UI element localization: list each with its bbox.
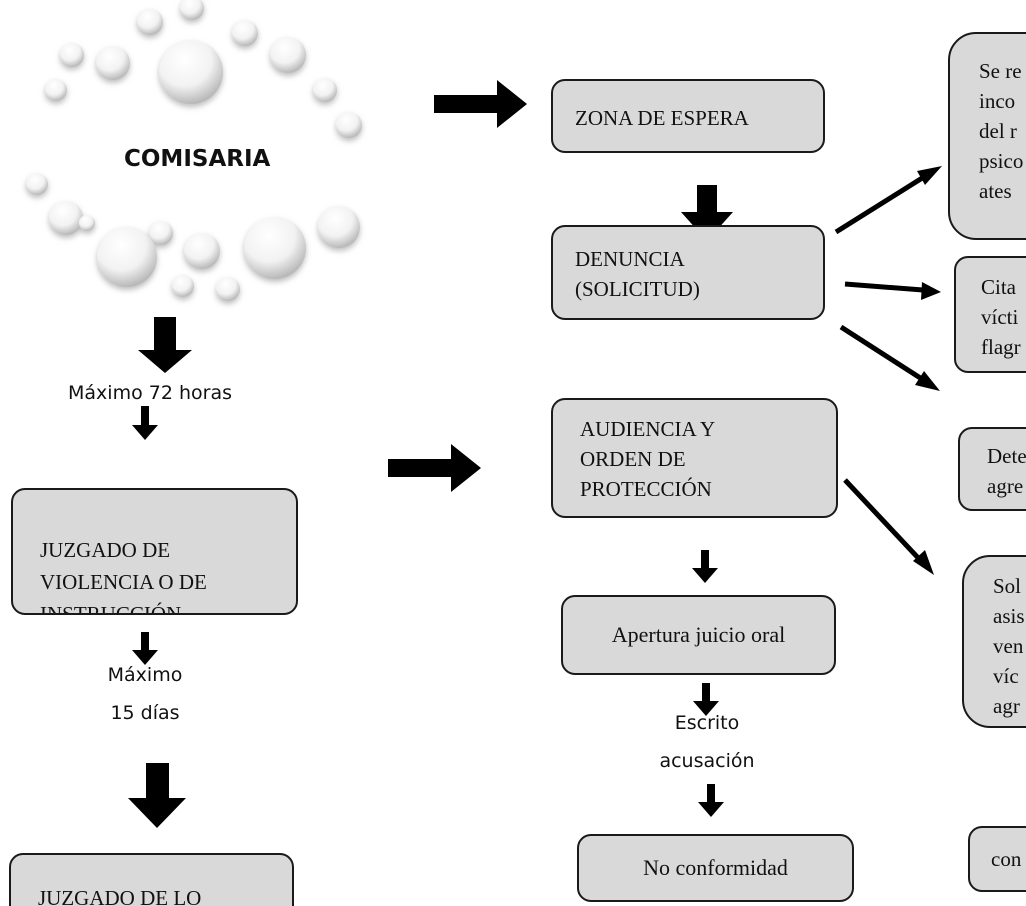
down-arrow-72h [132, 406, 158, 440]
bubble [79, 215, 95, 231]
max-15-days-label-line1: Máximo [107, 664, 183, 686]
arrowhead [921, 282, 941, 300]
down-arrow-apertura-escrito [693, 683, 719, 716]
juzgado-de-lo-box: JUZGADO DE LO [9, 853, 294, 906]
bubble [149, 221, 173, 245]
bubble [313, 78, 337, 102]
arrowhead [915, 371, 940, 391]
max-15-days-label-line2: 15 días [110, 702, 180, 724]
right-box-3: Dete agre [958, 427, 1026, 511]
bubble [180, 0, 204, 20]
right-arrow-to-audiencia [388, 444, 481, 492]
right-box-4: Sol asis ven víc agr [962, 555, 1026, 728]
zona-espera-box: ZONA DE ESPERA [551, 79, 825, 153]
denuncia-box: DENUNCIA (SOLICITUD) [551, 225, 825, 320]
apertura-juicio-box: Apertura juicio oral [561, 595, 836, 675]
bubble [184, 233, 220, 269]
escrito-label-line2: acusación [659, 750, 755, 772]
bubble [270, 37, 306, 73]
down-arrow-juzgado [132, 632, 158, 665]
bubble [318, 206, 360, 248]
right-arrow-to-zona [434, 80, 527, 128]
down-arrow-15dias [128, 763, 186, 828]
bubble [96, 46, 130, 80]
bubble [26, 173, 48, 195]
arrowhead [913, 550, 934, 575]
escrito-label-line1: Escrito [674, 712, 740, 734]
arrowhead [917, 166, 942, 185]
bubble [336, 112, 362, 138]
down-arrow-audiencia-apertura [692, 550, 718, 583]
arrow-audiencia-to-box4 [843, 478, 924, 564]
audiencia-box: AUDIENCIA Y ORDEN DE PROTECCIÓN [551, 398, 838, 518]
max-72-hours-label: Máximo 72 horas [68, 382, 232, 404]
down-arrow-escrito-noconformidad [698, 784, 724, 817]
bubble [137, 9, 163, 35]
bubble [172, 275, 194, 297]
no-conformidad-box: No conformidad [577, 834, 854, 902]
arrow-denuncia-to-box3 [839, 324, 927, 384]
arrow-denuncia-to-box2 [844, 281, 924, 293]
bubble [49, 201, 83, 235]
down-arrow-comisaria [138, 317, 192, 373]
bubble [60, 43, 84, 67]
bubble [97, 227, 157, 287]
down-arrow-zona-denuncia [681, 185, 733, 241]
bubble [244, 217, 306, 279]
right-box-5: con [968, 826, 1026, 892]
bubble [216, 277, 240, 301]
bubble [159, 40, 223, 104]
arrow-denuncia-to-box1 [834, 172, 929, 235]
comisaria-label: COMISARIA [124, 146, 271, 172]
right-box-2: Cita vícti flagr [954, 256, 1026, 373]
bubble [232, 20, 258, 46]
bubble [45, 79, 67, 101]
juzgado-violencia-box: JUZGADO DE VIOLENCIA O DE INSTRUCCIÓN [11, 488, 298, 615]
right-box-1: Se re inco del r psico ates [948, 32, 1026, 240]
